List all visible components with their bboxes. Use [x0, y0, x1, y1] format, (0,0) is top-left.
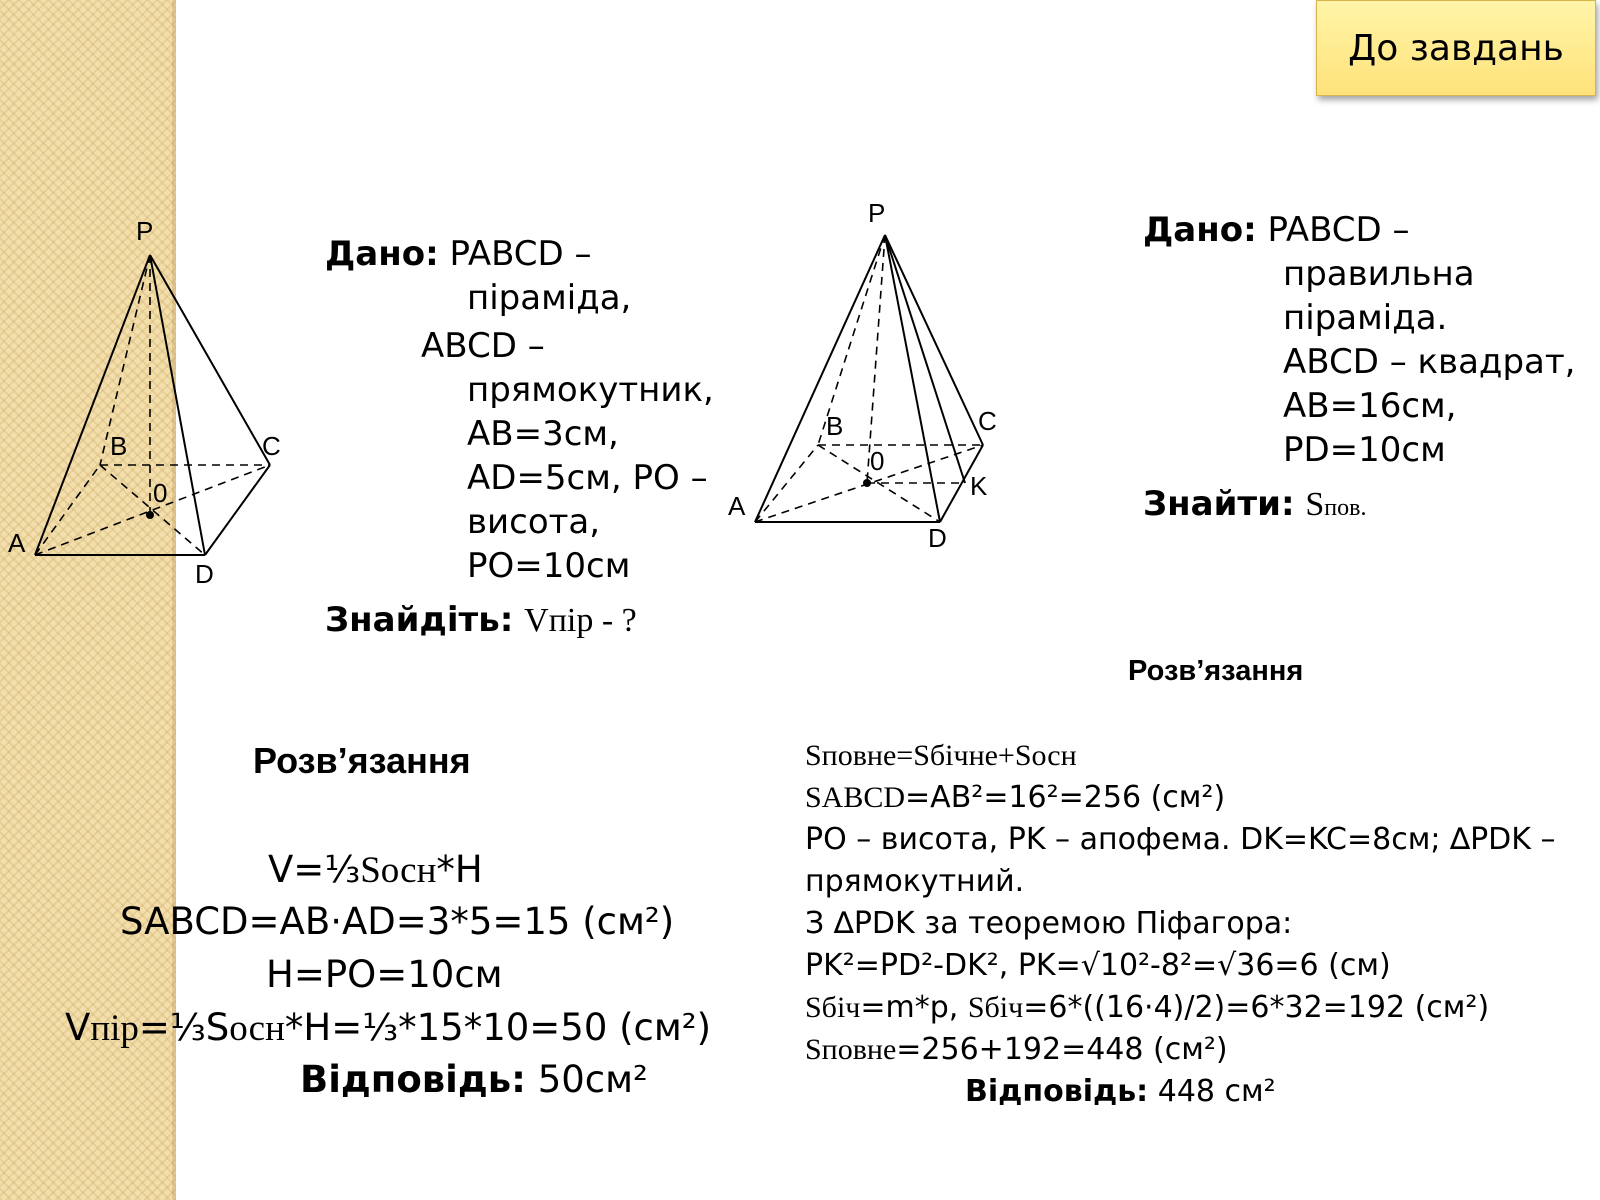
task2-step-6: PK²=PD²-DK², PK=√10²-8²=√36=6 (см) — [805, 948, 1391, 983]
task2-answer: Відповідь: 448 см² — [965, 1074, 1276, 1109]
task1-find-label: Знайдіть: — [325, 600, 514, 640]
task1-given-line: AB=3см, — [467, 414, 619, 454]
fig1-label-b: B — [110, 431, 127, 461]
task1-given-line: AD=5см, PO – — [467, 458, 708, 498]
task1-given: Дано: PABCD – піраміда, ABCD – прямокутн… — [325, 232, 714, 643]
task2-step-1: Sповне=Sбічне+Sосн — [805, 739, 1077, 772]
task1-solution-title: Розв’язання — [253, 740, 471, 781]
fig1-label-p: P — [136, 216, 153, 246]
fig1-label-c: C — [262, 431, 281, 461]
task2-find-label: Знайти: — [1143, 484, 1295, 524]
task1-formula-height: H=PO=10см — [266, 953, 503, 996]
task2-given-line: правильна — [1283, 254, 1475, 294]
task2-solution-steps: Sповне=Sбічне+Sосн SABCD=AB²=16²=256 (см… — [805, 735, 1555, 1113]
fig1-label-a: A — [8, 528, 26, 558]
task1-find-value: Vпір - ? — [524, 602, 637, 639]
fig2-label-c: C — [978, 406, 997, 436]
task2-step-4: прямокутний. — [805, 864, 1025, 899]
task2-given-line: PABCD – — [1267, 210, 1410, 250]
task1-given-line: висота, — [467, 502, 601, 542]
fig2-label-d: D — [928, 523, 947, 553]
task2-solution-title: Розв’язання — [1128, 655, 1304, 687]
task1-given-line: PO=10см — [467, 546, 631, 586]
task1-formula-base-area: SABCD=AB·AD=3*5=15 (см²) — [120, 900, 675, 943]
task2-step-8: Sповне=256+192=448 (см²) — [805, 1032, 1228, 1067]
task2-given-line: піраміда. — [1283, 298, 1448, 338]
task1-given-line: PABCD – — [449, 234, 592, 274]
task2-find-value: Sпов. — [1305, 486, 1367, 523]
task2-given-line: ABCD – квадрат, — [1283, 342, 1576, 382]
fig2-label-a: A — [728, 491, 746, 521]
task1-given-line: піраміда, — [467, 278, 632, 318]
fig2-label-k: K — [970, 471, 988, 501]
task2-given-line: AB=16см, — [1283, 386, 1457, 426]
back-to-tasks-button[interactable]: До завдань — [1316, 0, 1596, 96]
fig1-label-d: D — [195, 559, 214, 589]
task2-step-7: Sбіч=m*p, Sбіч=6*((16·4)/2)=6*32=192 (см… — [805, 990, 1490, 1025]
task2-step-5: З ∆PDK за теоремою Піфагора: — [805, 906, 1293, 941]
fig2-label-b: B — [826, 411, 843, 441]
task2-given-line: PD=10см — [1283, 430, 1446, 470]
task1-given-line: ABCD – — [421, 326, 545, 366]
task2-given: Дано: PABCD – правильна піраміда. ABCD –… — [1143, 208, 1575, 530]
decorative-side-strip — [0, 0, 176, 1200]
task2-given-label: Дано: — [1143, 210, 1257, 250]
task1-formula-volume: V=⅓Sосн*H — [268, 848, 483, 891]
pyramid-figure-1: P A B C D 0 — [8, 216, 281, 589]
task2-step-3: PO – висота, PK – апофема. DK=KC=8см; ∆P… — [805, 822, 1556, 857]
task1-answer: Відповідь: 50см² — [300, 1058, 648, 1101]
pyramid-figure-2: P A B C D 0 K — [728, 198, 997, 553]
task1-formula-result: Vпір=⅓Sосн*H=⅓*15*10=50 (см²) — [65, 1006, 712, 1049]
fig2-label-o: 0 — [870, 446, 884, 476]
task2-step-2: SABCD=AB²=16²=256 (см²) — [805, 780, 1226, 815]
task1-given-label: Дано: — [325, 234, 439, 274]
fig2-label-p: P — [868, 198, 885, 228]
task1-given-line: прямокутник, — [467, 370, 714, 410]
fig1-label-o: 0 — [153, 478, 167, 508]
